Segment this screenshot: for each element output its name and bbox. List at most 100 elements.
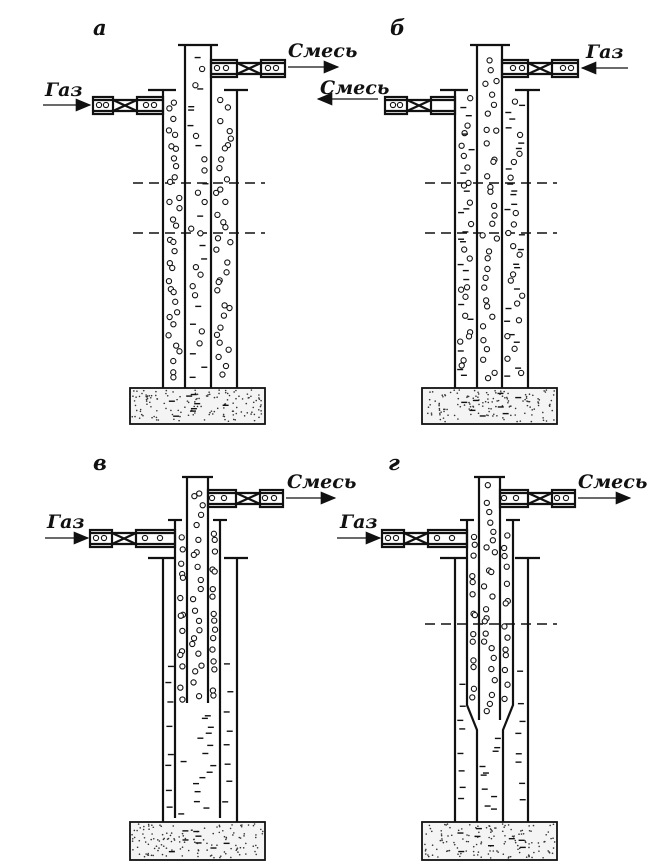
panel-a: а Газ Смесь — [43, 15, 357, 425]
gas-bubble — [486, 508, 493, 516]
ground-dot — [251, 411, 253, 414]
gas-bubble — [484, 173, 491, 180]
ground-dot — [524, 412, 526, 415]
gas-bubble — [490, 158, 497, 165]
gas-bubble — [491, 549, 499, 556]
ground-dot — [480, 841, 483, 843]
ground-dot — [142, 414, 144, 417]
gas-bubble — [483, 544, 490, 551]
ground-dot — [210, 854, 213, 857]
gas-bubble — [170, 288, 177, 296]
ground-dot — [457, 829, 460, 832]
gas-bubble — [166, 105, 173, 112]
gas-bubble — [213, 246, 220, 253]
gas-bubble — [480, 638, 488, 645]
ground-dot — [225, 838, 227, 841]
ground-dot — [260, 410, 262, 412]
ground-dot — [253, 413, 256, 416]
ground-dot — [162, 838, 165, 841]
gas-bubble — [179, 546, 186, 553]
ground-dot — [477, 393, 480, 395]
ground-dot — [153, 415, 155, 418]
ground-dot — [552, 823, 555, 826]
ground-dot — [190, 829, 193, 832]
gas-bubble — [195, 536, 202, 544]
ground-dot — [467, 395, 470, 398]
gas-bubble — [196, 340, 203, 347]
ground-dot — [209, 411, 211, 414]
gas-bubble — [210, 692, 217, 699]
gas-bubble — [511, 345, 518, 352]
gas-bubble — [500, 494, 508, 502]
ground-dot — [218, 392, 220, 395]
ground-dot — [184, 837, 187, 840]
ground-dot — [158, 847, 160, 849]
ground-dot — [477, 412, 480, 415]
ground-dot — [136, 829, 138, 832]
gas-bubble — [171, 174, 178, 181]
ground-dot — [219, 856, 221, 859]
panel-g-letter: г — [388, 450, 400, 475]
ground-dot — [488, 410, 490, 413]
ground-dot — [458, 389, 461, 391]
gas-bubble — [222, 224, 229, 231]
ground-dot — [148, 828, 150, 831]
ground-dot — [532, 824, 535, 827]
gas-bubble — [194, 563, 201, 570]
gas-bubble — [169, 264, 176, 272]
ground-dot — [478, 403, 480, 406]
ground-dot — [156, 839, 159, 841]
ground-dot — [234, 419, 237, 421]
gas-bubble — [470, 685, 478, 692]
ground-dot — [193, 405, 196, 408]
gas-bubble — [460, 152, 468, 160]
gas-bubble — [199, 502, 206, 509]
ground-dot — [232, 414, 235, 416]
ground-dot — [227, 420, 230, 423]
ground-dot — [456, 392, 459, 394]
panel-b: б Газ Смесь — [316, 15, 628, 425]
ground-dot — [533, 851, 535, 854]
gas-bubble — [170, 99, 178, 106]
liquid-fill — [168, 393, 229, 417]
gas-bubble — [512, 494, 520, 502]
ground-dot — [553, 841, 556, 843]
ground-dot — [259, 405, 262, 408]
ground-dot — [250, 413, 252, 415]
ground-dot — [487, 414, 489, 417]
gas-bubble — [210, 610, 217, 618]
mixture-label-v: Смесь — [287, 471, 356, 493]
ground-dot — [489, 857, 492, 859]
gas-bubble — [172, 298, 179, 305]
ground-dot — [439, 418, 442, 421]
ground-dot — [197, 849, 200, 851]
ground-dot — [445, 850, 448, 853]
gas-bubble — [195, 693, 203, 700]
ground-dot — [456, 847, 459, 849]
ground-dot — [504, 824, 506, 827]
ground-dot — [503, 418, 505, 421]
ground-speckle — [427, 389, 556, 423]
ground-dot — [254, 836, 257, 839]
ground-dot — [211, 413, 214, 415]
ground-dot — [542, 411, 544, 414]
gas-bubble — [504, 681, 511, 688]
ground-dot — [150, 854, 153, 857]
ground-dot — [212, 832, 215, 835]
ground-dot — [140, 413, 143, 416]
ground-dot — [532, 394, 534, 397]
ground-dot — [495, 392, 497, 394]
gas-bubble — [102, 101, 110, 109]
liquid-fill — [165, 665, 174, 808]
ground-dot — [537, 404, 540, 407]
gas-bubble — [479, 232, 486, 239]
ground-dot — [241, 398, 244, 400]
ground-dot — [149, 396, 152, 399]
ground-dot — [445, 824, 447, 826]
ground-dot — [438, 407, 441, 410]
ground-dot — [497, 851, 499, 853]
ground-dot — [538, 850, 540, 852]
ground-dot — [225, 836, 228, 839]
ground-dot — [194, 389, 196, 392]
ground-dot — [258, 397, 260, 399]
